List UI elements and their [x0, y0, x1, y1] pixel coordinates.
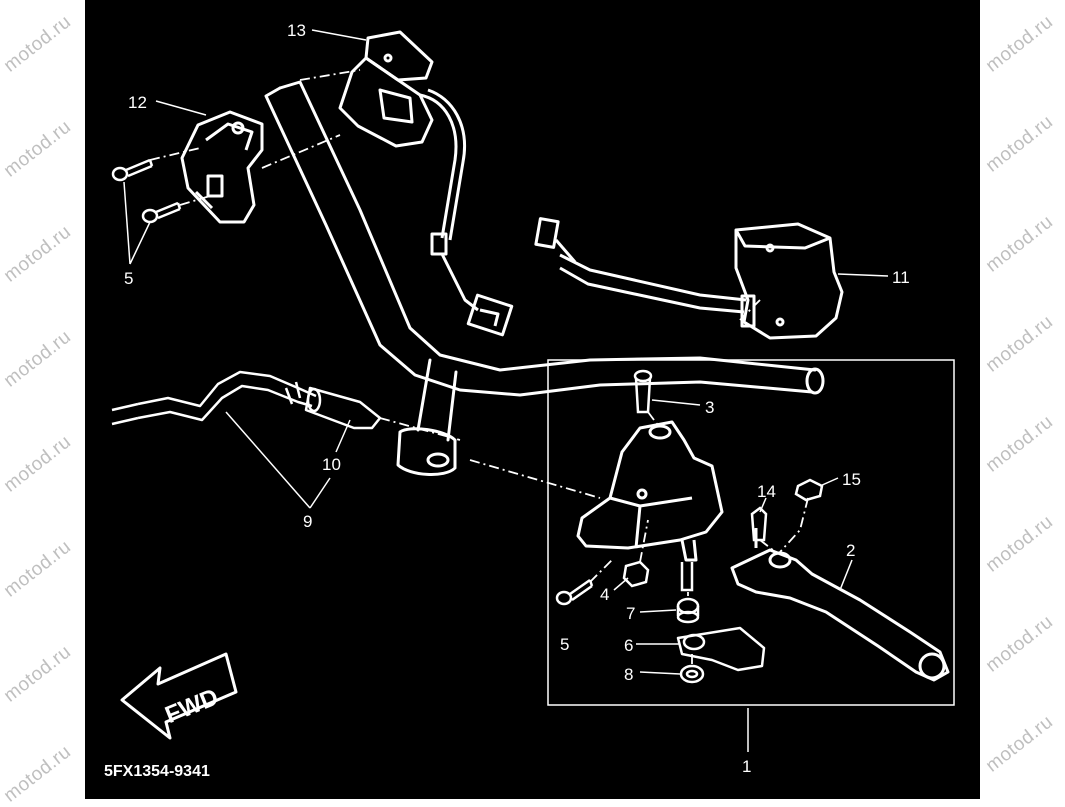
callout-5-lower: 5	[560, 635, 569, 654]
callout-14: 14	[757, 482, 776, 501]
callout-8: 8	[624, 665, 633, 684]
forward-arrow: FWD	[120, 652, 238, 740]
switch-wire-9-10	[111, 370, 382, 430]
clutch-lever-2	[730, 528, 950, 682]
callout-11: 11	[892, 268, 910, 287]
callout-leaders	[123, 29, 889, 752]
collar-7	[676, 597, 700, 624]
callout-4: 4	[600, 585, 609, 604]
screw-5-lower	[555, 578, 594, 606]
lever-bracket	[576, 420, 724, 562]
callout-6: 6	[624, 636, 633, 655]
assembly-leader-lines	[149, 69, 809, 666]
left-switch-housing-12	[180, 110, 264, 224]
callout-labels: 13 12 5 11 3 10 9 14 15 2 4 7 6 5 8 1	[124, 21, 910, 776]
right-switch-13	[338, 30, 514, 337]
callout-15: 15	[842, 470, 861, 489]
callout-2: 2	[846, 541, 855, 560]
nut-15	[794, 478, 824, 502]
pivot-bolt	[680, 562, 694, 592]
switch-11	[534, 217, 844, 340]
bolt-14	[750, 506, 768, 542]
fwd-label: FWD	[161, 684, 222, 730]
callout-7: 7	[626, 604, 635, 623]
callout-3: 3	[705, 398, 714, 417]
callout-10: 10	[322, 455, 341, 474]
callout-5-upper: 5	[124, 269, 133, 288]
callout-9: 9	[303, 512, 312, 531]
plate-6	[676, 626, 766, 672]
lever-assembly-frame	[547, 359, 955, 706]
drawing-code: 5FX1354-9341	[104, 763, 210, 780]
callout-1: 1	[742, 757, 751, 776]
screw-5-upper	[111, 158, 182, 224]
bolt-3	[633, 369, 653, 414]
washer-8	[679, 664, 705, 684]
nut-4	[622, 560, 650, 588]
callout-13: 13	[287, 21, 306, 40]
callout-12: 12	[128, 93, 147, 112]
